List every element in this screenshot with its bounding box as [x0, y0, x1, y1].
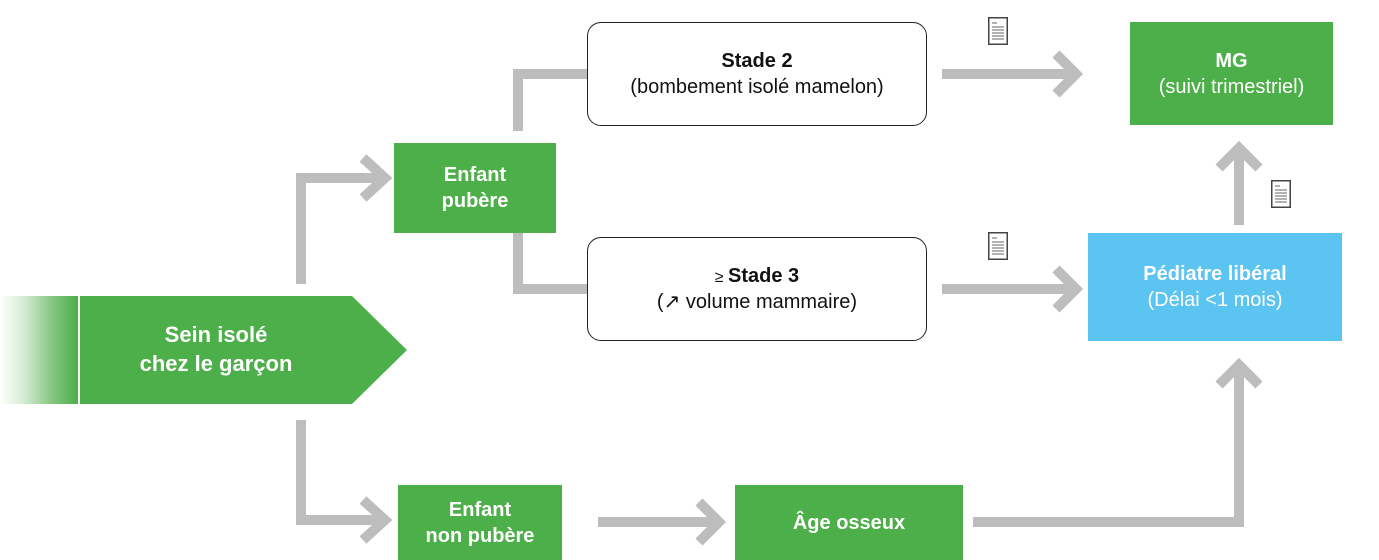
age-osseux-label: Âge osseux: [792, 511, 906, 534]
connector-pubere-stade2: [513, 69, 587, 131]
non-pubere-line2: non pubère: [425, 524, 535, 547]
mg-node: MG (suivi trimestriel): [1130, 22, 1333, 125]
start-arrow-tip: [352, 296, 407, 404]
stade2-title: Stade 2: [721, 50, 793, 72]
non-pubere-node: Enfant non pubère: [398, 485, 562, 560]
arrowhead-pediatre: [1052, 265, 1084, 313]
non-pubere-line1: Enfant: [448, 498, 512, 521]
pediatre-detail: (Délai <1 mois): [1147, 289, 1283, 311]
pubere-node: Enfant pubère: [394, 143, 556, 233]
start-line1: Sein isolé: [164, 322, 268, 348]
pediatre-node: Pédiatre libéral (Délai <1 mois): [1088, 233, 1342, 341]
start-node: Sein isolé chez le garçon: [80, 296, 352, 404]
start-line2: chez le garçon: [139, 351, 293, 376]
arrowhead-mg: [1052, 50, 1084, 98]
stade3-detail-text: volume mammaire): [680, 291, 858, 313]
arrowhead-pubere: [359, 154, 393, 202]
connector-pubere-stade3: [513, 233, 587, 294]
increase-arrow-icon: ↗: [663, 291, 681, 313]
stade3-node: ≥ Stade 3 (↗ volume mammaire): [587, 237, 927, 341]
start-gradient-tail: [0, 296, 78, 404]
connector-age-pediatre: [973, 371, 1244, 527]
stade2-node: Stade 2 (bombement isolé mamelon): [587, 22, 927, 126]
pediatre-title: Pédiatre libéral: [1143, 263, 1287, 285]
document-icon: [1271, 180, 1291, 208]
document-icon: [988, 17, 1008, 45]
stade3-detail: (↗ volume mammaire): [657, 289, 857, 315]
mg-detail: (suivi trimestriel): [1158, 75, 1305, 98]
stade2-detail: (bombement isolé mamelon): [630, 76, 884, 98]
stade3-prefix: ≥: [714, 269, 729, 286]
mg-title: MG: [1215, 49, 1248, 72]
pubere-line1: Enfant: [443, 164, 507, 186]
arrowhead-nonpubere: [359, 496, 393, 544]
connector-start-nonpubere: [296, 420, 378, 525]
stade3-title: Stade 3: [728, 265, 800, 287]
stade3-detail-open: (: [656, 291, 664, 313]
stade3-title-line: ≥ Stade 3: [715, 263, 799, 289]
age-osseux-node: Âge osseux: [735, 485, 963, 560]
arrowhead-age: [695, 498, 727, 546]
arrowhead-mg-up: [1215, 140, 1263, 172]
document-icon: [988, 232, 1008, 260]
connector-start-pubere: [296, 173, 378, 284]
pubere-line2: pubère: [441, 190, 509, 212]
arrowhead-pediatre-up: [1215, 357, 1263, 389]
